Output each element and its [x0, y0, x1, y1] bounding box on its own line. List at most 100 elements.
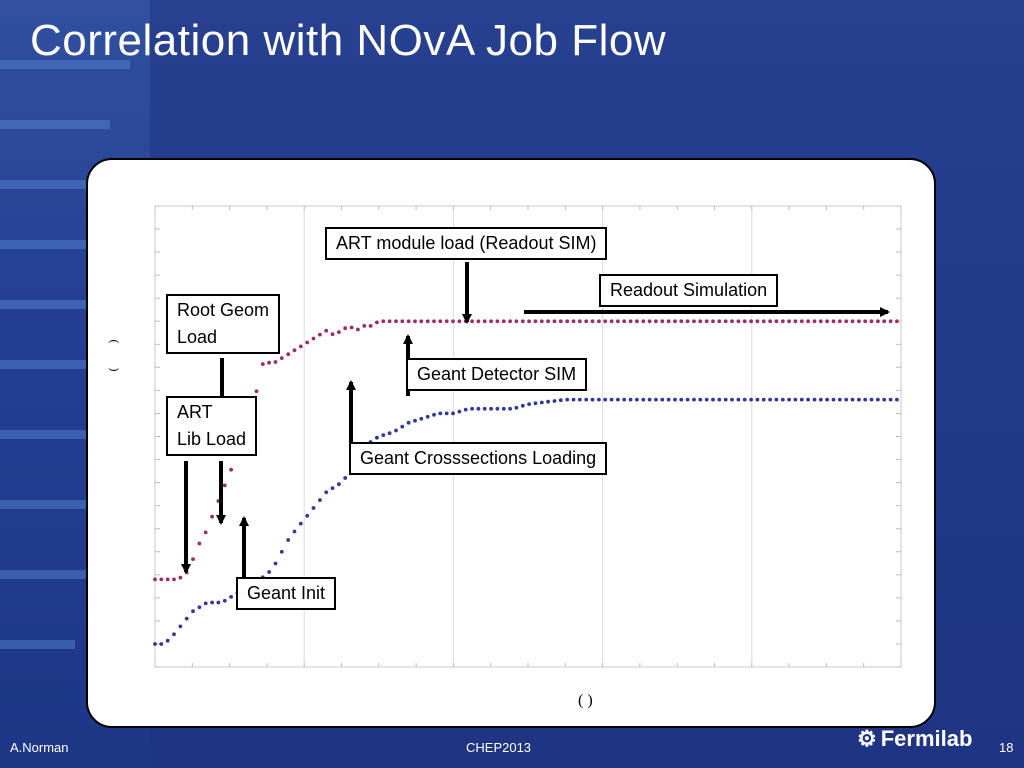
series-2-point	[666, 397, 671, 402]
series-1-point	[673, 319, 677, 324]
series-2-point	[616, 397, 620, 402]
series-1-point	[749, 319, 753, 324]
series-2-point	[844, 397, 849, 402]
series-2-point	[679, 397, 684, 402]
series-2-point	[603, 397, 608, 402]
series-1-point	[337, 330, 341, 334]
band-stripe	[0, 240, 140, 249]
band-stripe	[0, 180, 120, 189]
series-1-point	[362, 324, 367, 328]
series-1-point	[419, 319, 424, 324]
series-1-point	[159, 577, 164, 582]
series-1-point	[876, 319, 880, 324]
series-1-point	[368, 324, 373, 328]
x-axis-label: ( )	[578, 692, 593, 709]
series-2-point	[730, 397, 734, 402]
series-1-point	[888, 319, 893, 324]
series-2-point	[533, 401, 538, 406]
series-1-point	[647, 319, 652, 324]
series-1-point	[153, 577, 157, 582]
series-1-point	[857, 319, 861, 324]
series-2-point	[793, 397, 798, 402]
series-2-point	[394, 428, 398, 433]
series-2-point	[444, 411, 449, 416]
annotation-readout-simulation: Readout Simulation	[599, 274, 779, 307]
footer-author: A.Norman	[10, 740, 69, 755]
series-1-point	[577, 319, 582, 324]
series-2-point	[863, 397, 868, 402]
series-2-point	[831, 397, 836, 402]
series-2-point	[292, 529, 297, 534]
series-1-point	[609, 319, 614, 324]
series-2-point	[311, 506, 316, 510]
y-axis-label: ( )	[97, 340, 129, 372]
series-1-point	[679, 319, 684, 324]
annotation-geant-crosssections: Geant Crosssections Loading	[349, 442, 608, 475]
series-2-point	[546, 399, 550, 404]
series-2-point	[337, 482, 341, 487]
series-2-point	[400, 424, 405, 429]
band-stripe	[0, 60, 130, 69]
series-2-point	[273, 561, 278, 566]
series-2-point	[857, 397, 861, 402]
series-2-point	[425, 414, 430, 419]
series-1-point	[432, 319, 436, 324]
series-1-point	[825, 319, 829, 324]
series-2-point	[330, 486, 335, 490]
series-1-point	[387, 319, 392, 324]
series-2-point	[413, 418, 417, 423]
series-1-point	[616, 319, 620, 324]
series-1-point	[654, 319, 658, 324]
series-2-point	[286, 538, 291, 542]
series-2-point	[812, 397, 817, 402]
series-1-point	[565, 319, 570, 324]
series-2-point	[419, 416, 424, 421]
series-1-point	[229, 467, 234, 472]
series-2-point	[305, 513, 310, 518]
series-2-point	[584, 397, 589, 402]
series-1-point	[394, 319, 398, 324]
series-2-point	[463, 407, 468, 412]
series-1-point	[279, 356, 284, 360]
series-1-point	[685, 319, 690, 324]
series-2-point	[552, 399, 557, 403]
series-2-point	[318, 498, 322, 502]
series-1-point	[318, 332, 322, 337]
series-1-point	[508, 319, 512, 324]
band-stripe	[0, 570, 90, 579]
series-1-point	[597, 319, 601, 324]
series-1-point	[324, 328, 329, 333]
series-1-point	[780, 319, 785, 324]
series-1-point	[539, 319, 544, 324]
series-2-point	[597, 397, 601, 402]
series-1-point	[495, 319, 500, 324]
series-1-point	[172, 577, 176, 582]
series-1-point	[641, 319, 646, 324]
series-2-point	[641, 397, 646, 402]
series-1-point	[723, 319, 728, 324]
series-2-point	[837, 397, 842, 402]
series-2-point	[609, 397, 614, 402]
series-2-point	[590, 397, 595, 402]
series-1-point	[197, 541, 202, 546]
series-2-point	[673, 397, 677, 402]
series-2-point	[527, 402, 531, 406]
footer-event: CHEP2013	[466, 740, 532, 755]
series-2-point	[704, 397, 709, 402]
series-2-point	[153, 642, 157, 646]
series-2-point	[806, 397, 810, 402]
series-1-point	[267, 360, 271, 365]
series-1-point	[375, 320, 379, 325]
series-2-point	[495, 406, 500, 411]
series-2-point	[787, 397, 791, 402]
series-1-point	[349, 325, 354, 330]
band-stripe	[0, 120, 110, 129]
series-1-point	[381, 319, 386, 324]
series-2-point	[387, 431, 392, 436]
series-2-point	[172, 632, 176, 637]
band-stripe	[0, 640, 75, 649]
series-2-point	[692, 397, 696, 402]
series-2-point	[406, 420, 411, 425]
series-1-point	[406, 319, 411, 324]
